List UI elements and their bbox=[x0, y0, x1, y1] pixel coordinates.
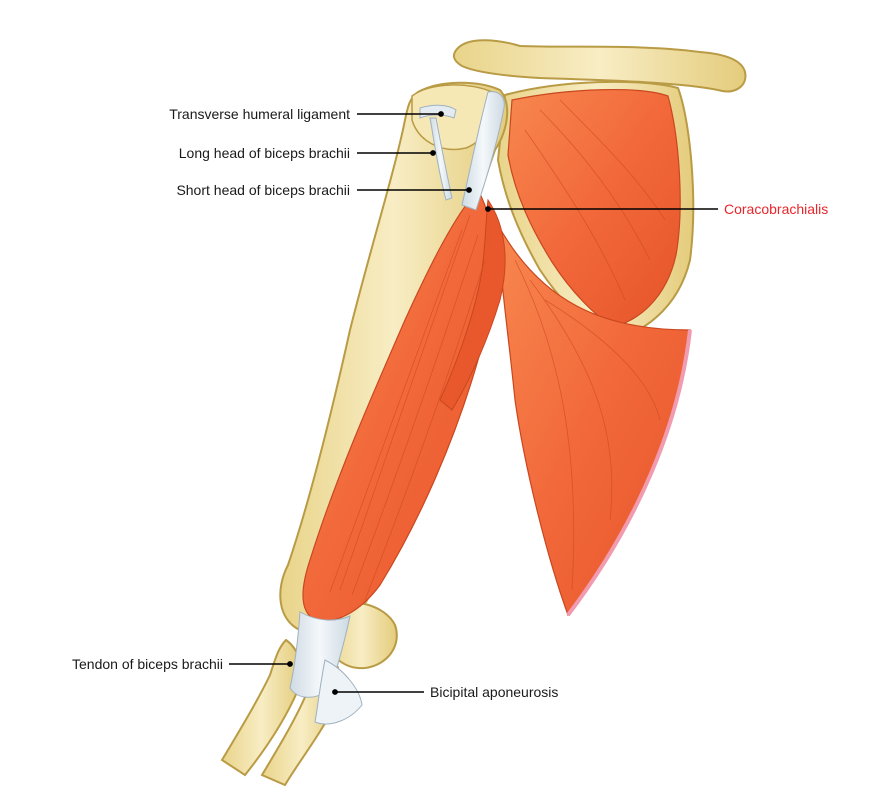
label-tendon-biceps: Tendon of biceps brachii bbox=[72, 656, 223, 672]
coracobrachialis-muscle bbox=[439, 198, 506, 411]
transverse-ligament bbox=[419, 104, 457, 119]
clavicle bbox=[452, 39, 747, 93]
label-transverse-humeral-ligament: Transverse humeral ligament bbox=[169, 106, 350, 122]
leader-lines bbox=[229, 111, 718, 695]
scapular-muscle bbox=[507, 89, 681, 327]
label-coracobrachialis: Coracobrachialis bbox=[724, 201, 829, 217]
short-head-tendon bbox=[461, 91, 505, 211]
label-bicipital-aponeurosis: Bicipital aponeurosis bbox=[430, 684, 559, 700]
label-short-head-biceps: Short head of biceps brachii bbox=[176, 182, 350, 198]
long-head-tendon bbox=[429, 117, 453, 201]
label-long-head-biceps: Long head of biceps brachii bbox=[178, 145, 350, 161]
